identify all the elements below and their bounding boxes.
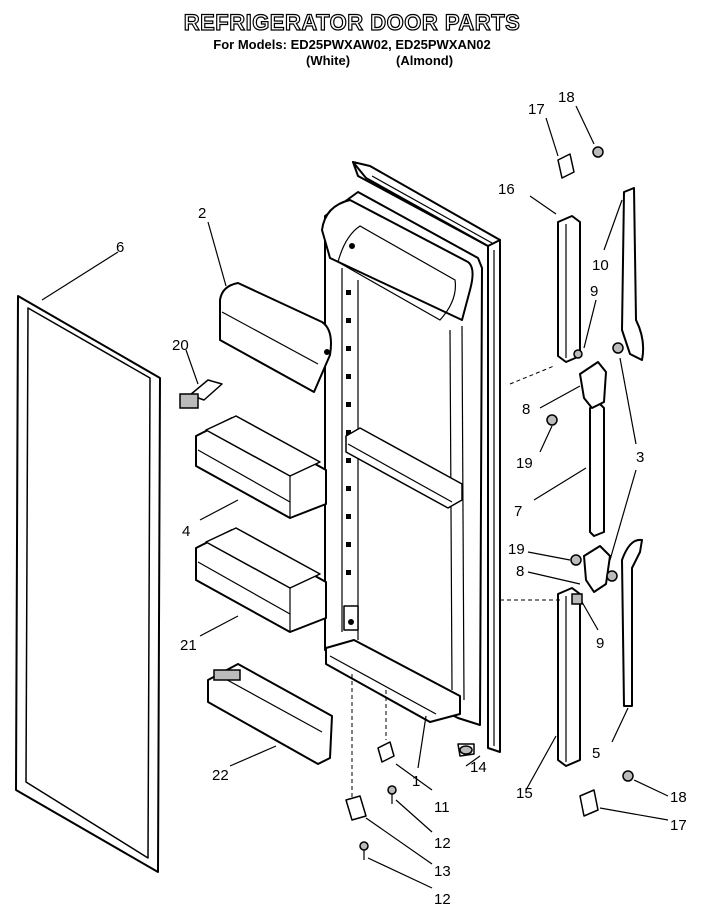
callout-15: 15 xyxy=(516,785,533,802)
part-10-handle-trim xyxy=(621,187,645,361)
callout-17-bottom: 17 xyxy=(670,817,687,834)
callout-17-top: 17 xyxy=(528,101,545,118)
part-21-door-bin xyxy=(195,527,327,633)
part-16-trim xyxy=(557,215,581,363)
callout-5: 5 xyxy=(592,745,600,762)
part-18-screw-top xyxy=(592,146,604,158)
part-18-screw-bottom xyxy=(622,770,634,782)
callout-21: 21 xyxy=(180,637,197,654)
callout-2: 2 xyxy=(198,205,206,222)
part-4-door-bin xyxy=(195,415,327,519)
callout-10: 10 xyxy=(592,257,609,274)
leader-lines xyxy=(41,105,669,889)
callout-13: 13 xyxy=(434,863,451,880)
callout-7: 7 xyxy=(514,503,522,520)
callout-6: 6 xyxy=(116,239,124,256)
callout-9-top: 9 xyxy=(590,283,598,300)
callout-9-bottom: 9 xyxy=(596,635,604,652)
part-12-screw-b xyxy=(359,841,369,860)
callout-16: 16 xyxy=(498,181,515,198)
part-8-hinge-upper xyxy=(546,342,624,426)
callout-12-b: 12 xyxy=(434,891,451,908)
part-7-strip xyxy=(589,403,605,537)
callout-8-bottom: 8 xyxy=(516,563,524,580)
model-numbers: For Models: ED25PWXAW02, ED25PWXAN02 xyxy=(213,37,491,52)
part-5-handle-trim xyxy=(621,538,643,707)
callout-19-top: 19 xyxy=(516,455,533,472)
part-12-screw-a xyxy=(387,785,397,804)
alignment-lines xyxy=(351,365,560,800)
part-1-door-liner xyxy=(321,161,501,757)
callout-4: 4 xyxy=(182,523,190,540)
part-11-hinge-pin xyxy=(377,741,395,763)
part-13-bracket xyxy=(345,795,367,821)
callout-14: 14 xyxy=(470,759,487,776)
part-2-top-cover xyxy=(219,282,332,393)
color-almond-label: (Almond) xyxy=(396,53,454,68)
callout-11: 11 xyxy=(434,799,450,816)
part-22-bottom-bin xyxy=(207,663,333,765)
callout-3: 3 xyxy=(636,449,644,466)
page-title: REFRIGERATOR DOOR PARTS xyxy=(183,9,521,35)
part-6-gasket xyxy=(15,295,161,873)
part-8-hinge-lower xyxy=(570,545,618,605)
callout-18-top: 18 xyxy=(558,89,575,106)
part-20-bracket xyxy=(179,379,223,409)
callout-22: 22 xyxy=(212,767,229,784)
part-17-clip-top xyxy=(557,153,575,179)
color-white-label: (White) xyxy=(306,53,351,68)
part-15-trim xyxy=(557,587,581,767)
callout-12-a: 12 xyxy=(434,835,451,852)
callout-8-top: 8 xyxy=(522,401,530,418)
part-14-glide xyxy=(459,745,473,755)
callouts: 6 2 20 4 21 22 1 11 12 13 12 14 15 16 17… xyxy=(116,89,687,908)
callout-1: 1 xyxy=(412,773,420,790)
callout-20: 20 xyxy=(172,337,189,354)
callout-18-bottom: 18 xyxy=(670,789,687,806)
part-17-clip-bottom xyxy=(579,789,599,817)
callout-19-bottom: 19 xyxy=(508,541,525,558)
